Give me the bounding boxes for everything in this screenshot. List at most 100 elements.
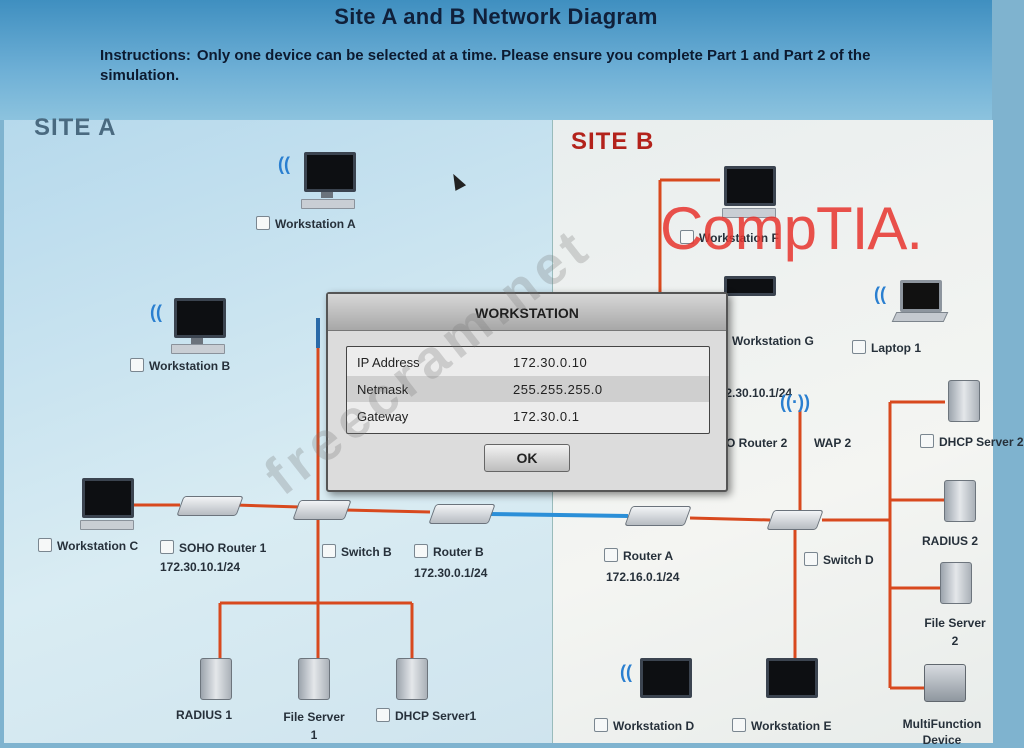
router-a-icon[interactable] [624, 506, 692, 526]
select-checkbox[interactable] [604, 548, 618, 562]
keyboard-icon [171, 344, 225, 354]
switch-d-icon[interactable] [766, 510, 824, 530]
router-a-label[interactable]: Router A [604, 548, 673, 563]
workstation-f-label[interactable]: Workstation F [680, 230, 779, 245]
select-checkbox[interactable] [130, 358, 144, 372]
dhcp-server-2-icon[interactable] [948, 380, 980, 422]
workstation-a[interactable]: (( [278, 148, 378, 238]
wireless-icon: (( [874, 284, 886, 304]
workstation-c-label[interactable]: Workstation C [38, 538, 138, 553]
ip-address-label: IP Address [357, 355, 420, 370]
workstation-f[interactable] [720, 164, 780, 220]
keyboard-icon [301, 199, 355, 209]
dialog-fields: IP Address 172.30.0.10 Netmask 255.255.2… [346, 346, 710, 434]
select-checkbox[interactable] [594, 718, 608, 732]
select-checkbox[interactable] [732, 718, 746, 732]
multifunction-device-label[interactable]: MultiFunction Device [902, 717, 982, 747]
switch-b-icon[interactable] [292, 500, 352, 520]
printer-icon[interactable] [924, 664, 966, 702]
header-banner: Site A and B Network Diagram Instruction… [0, 0, 992, 120]
workstation-e[interactable] [764, 656, 820, 706]
keyboard-icon [80, 520, 134, 530]
select-checkbox[interactable] [680, 230, 694, 244]
switch-d-label[interactable]: Switch D [804, 552, 874, 567]
netmask-label: Netmask [357, 382, 409, 397]
monitor-icon [82, 478, 134, 518]
workstation-g-label[interactable]: Workstation G [732, 334, 814, 348]
soho-router-1-ip: 172.30.10.1/24 [160, 560, 241, 574]
radius-1-label[interactable]: RADIUS 1 [176, 708, 233, 722]
select-checkbox[interactable] [38, 538, 52, 552]
soho-router-1-label[interactable]: SOHO Router 1 [160, 540, 266, 555]
gateway-label: Gateway [357, 409, 409, 424]
field-row-ip: IP Address 172.30.0.10 [347, 349, 709, 375]
monitor-stand [321, 192, 333, 198]
monitor-stand [191, 338, 203, 344]
select-checkbox[interactable] [256, 216, 270, 230]
file-server-1-icon[interactable] [298, 658, 330, 700]
radius-2-label[interactable]: RADIUS 2 [922, 534, 979, 548]
select-checkbox[interactable] [160, 540, 174, 554]
wireless-icon: (( [150, 302, 162, 322]
soho-router-1-icon[interactable] [176, 496, 244, 516]
monitor-icon [640, 658, 692, 698]
field-row-netmask: Netmask 255.255.255.0 [347, 376, 709, 402]
workstation-d[interactable]: (( [620, 656, 692, 706]
router-a-ip: 172.16.0.1/24 [606, 570, 680, 584]
wireless-icon: ((·)) [780, 392, 810, 412]
file-server-1-label[interactable]: File Server 1 [283, 710, 345, 742]
wap-2[interactable]: ((·)) [778, 390, 824, 420]
gateway-value[interactable]: 172.30.0.1 [513, 409, 580, 424]
wireless-icon: (( [620, 662, 632, 682]
monitor-icon [724, 276, 776, 296]
select-checkbox[interactable] [852, 340, 866, 354]
soho-router-2-ip: 172.30.10.1/24 [712, 386, 793, 400]
router-b-ip: 172.30.0.1/24 [414, 566, 488, 580]
instructions-text: Only one device can be selected at a tim… [100, 47, 871, 84]
workstation-dialog: WORKSTATION IP Address 172.30.0.10 Netma… [326, 292, 728, 492]
switch-b-label[interactable]: Switch B [322, 544, 392, 559]
monitor-icon [304, 152, 356, 192]
dhcp-server-1-icon[interactable] [396, 658, 428, 700]
monitor-icon [174, 298, 226, 338]
dhcp-server-1-label[interactable]: DHCP Server1 [376, 708, 476, 723]
ok-button[interactable]: OK [484, 444, 570, 472]
router-b-icon[interactable] [428, 504, 496, 524]
instructions-label: Instructions: [100, 47, 191, 64]
laptop-base-icon [891, 312, 949, 322]
workstation-a-label[interactable]: Workstation A [256, 216, 356, 231]
site-b-title: SITE B [571, 128, 655, 155]
laptop-1[interactable]: (( [874, 276, 949, 332]
workstation-d-label[interactable]: Workstation D [594, 718, 694, 733]
workstation-g[interactable] [720, 274, 780, 296]
monitor-icon [724, 166, 776, 206]
site-a-title: SITE A [34, 114, 117, 141]
laptop-1-label[interactable]: Laptop 1 [852, 340, 921, 355]
netmask-value[interactable]: 255.255.255.0 [513, 382, 603, 397]
wap-antenna-icon[interactable] [316, 318, 320, 348]
comptia-logo: CompTIA. [660, 195, 923, 262]
select-checkbox[interactable] [322, 544, 336, 558]
monitor-icon [766, 658, 818, 698]
wireless-icon: (( [278, 154, 290, 174]
select-checkbox[interactable] [376, 708, 390, 722]
select-checkbox[interactable] [414, 544, 428, 558]
radius-2-server-icon[interactable] [944, 480, 976, 522]
dhcp-server-2-label[interactable]: DHCP Server 2 [920, 434, 1024, 449]
radius-1-server-icon[interactable] [200, 658, 232, 700]
file-server-2-icon[interactable] [940, 562, 972, 604]
page-title: Site A and B Network Diagram [334, 4, 658, 29]
workstation-b-label[interactable]: Workstation B [130, 358, 230, 373]
file-server-2-label[interactable]: File Server 2 [924, 616, 986, 648]
dialog-title: WORKSTATION [328, 294, 726, 331]
workstation-e-label[interactable]: Workstation E [732, 718, 831, 733]
router-b-label[interactable]: Router B [414, 544, 484, 559]
wap-2-label[interactable]: WAP 2 [814, 436, 852, 450]
workstation-b[interactable]: (( [150, 296, 240, 366]
ip-address-value[interactable]: 172.30.0.10 [513, 355, 588, 370]
field-row-gateway: Gateway 172.30.0.1 [347, 403, 709, 429]
select-checkbox[interactable] [920, 434, 934, 448]
instructions: Instructions:Only one device can be sele… [100, 46, 900, 86]
workstation-c[interactable] [78, 476, 138, 530]
select-checkbox[interactable] [804, 552, 818, 566]
